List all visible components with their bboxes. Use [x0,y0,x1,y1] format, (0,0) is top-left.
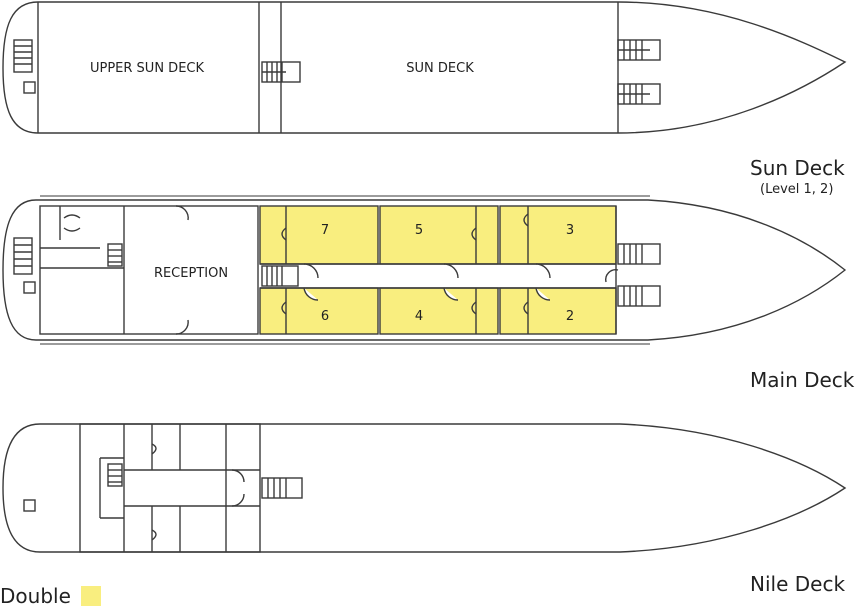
cabin-4[interactable] [379,287,499,335]
cabin-number: 5 [415,223,423,238]
stairs-icon [261,61,301,83]
stairs-icon [13,237,36,294]
cabin-number: 4 [415,309,423,324]
legend-swatch [80,586,101,606]
legend-label: Double [0,584,71,608]
sun-deck-subtitle: (Level 1, 2) [760,182,834,197]
cabin-7[interactable] [259,205,379,265]
main-deck-hull [2,199,847,341]
stairs-icon [617,83,661,105]
stairs-icon [107,243,123,267]
cabin-6[interactable] [259,287,379,335]
stairs-icon [261,265,299,287]
stairs-icon [617,39,661,61]
area-label-upper-sun-deck: UPPER SUN DECK [90,61,204,76]
stairs-icon [107,463,123,487]
legend: Double [0,584,101,608]
stairs-icon [13,39,36,94]
stairs-icon [617,285,661,307]
sun-deck-plan [2,1,847,134]
area-label-reception: RECEPTION [154,266,228,281]
stairs-icon [261,477,303,499]
sun-deck-title: Sun Deck [750,156,845,180]
double-cabins [259,205,617,335]
nile-deck-plan [2,423,847,553]
cabin-number: 7 [321,223,329,238]
main-deck-plan [2,195,847,345]
cabin-2[interactable] [499,287,617,335]
cabin-number: 2 [566,309,574,324]
cabin-5[interactable] [379,205,499,265]
cabin-3[interactable] [499,205,617,265]
stairs-icon [617,243,661,265]
cabin-number: 6 [321,309,329,324]
nile-deck-title: Nile Deck [750,572,846,596]
area-label-sun-deck: SUN DECK [406,61,474,76]
main-deck-title: Main Deck [750,368,855,392]
cabin-number: 3 [566,223,574,238]
sun-deck-hull [2,1,847,134]
nile-deck-hull [2,423,847,553]
